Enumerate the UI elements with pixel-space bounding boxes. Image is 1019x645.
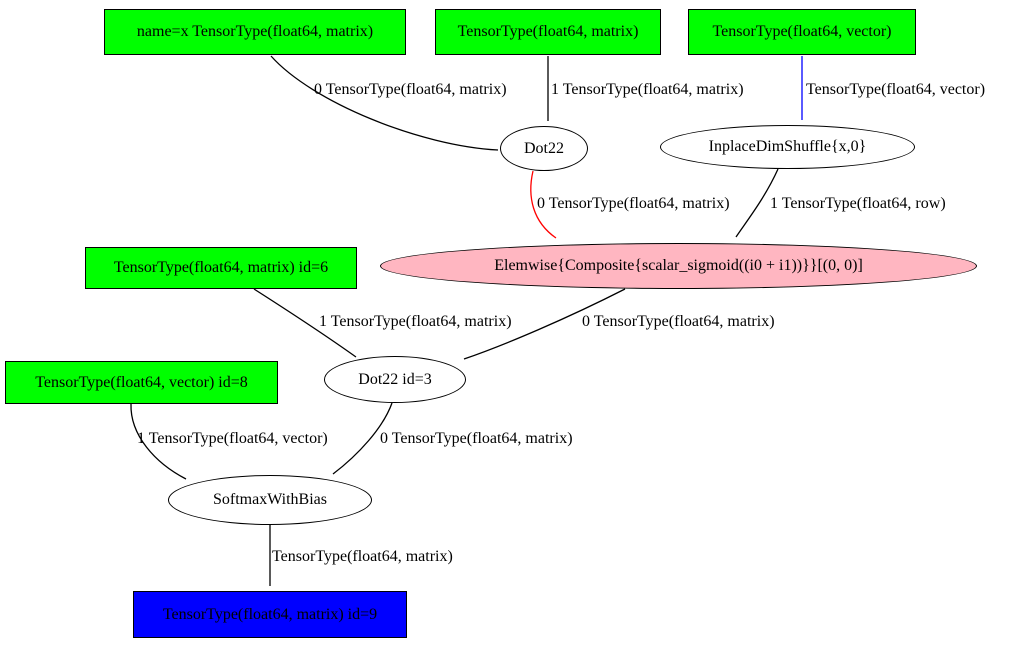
node-input-id6: TensorType(float64, matrix) id=6 — [85, 247, 357, 289]
edge-label-dimshuffle-to-elemwise: 1 TensorType(float64, row) — [770, 195, 946, 212]
edge-dot22-to-elemwise — [530, 170, 557, 239]
edge-label-vector-to-dimshuffle: TensorType(float64, vector) — [806, 81, 986, 98]
edge-dot22id3-to-softmax — [332, 402, 393, 475]
edge-elemwise-to-dot22id3 — [463, 288, 626, 360]
node-dot22-id3: Dot22 id=3 — [324, 356, 466, 403]
node-dot22: Dot22 — [500, 126, 588, 171]
edge-label-matrix-to-dot22: 1 TensorType(float64, matrix) — [551, 81, 744, 98]
edge-x-to-dot22 — [270, 55, 499, 151]
edge-id6-to-dot22id3 — [253, 288, 357, 358]
edge-label-id8-to-softmax: 1 TensorType(float64, vector) — [137, 430, 328, 447]
edge-label-id6-to-dot22id3: 1 TensorType(float64, matrix) — [319, 313, 512, 330]
node-inplacedimshuffle: InplaceDimShuffle{x,0} — [660, 125, 915, 169]
node-input-x: name=x TensorType(float64, matrix) — [104, 9, 406, 55]
node-elemwise-sigmoid: Elemwise{Composite{scalar_sigmoid((i0 + … — [380, 243, 977, 289]
node-input-matrix: TensorType(float64, matrix) — [435, 9, 661, 55]
node-output-id9: TensorType(float64, matrix) id=9 — [133, 591, 407, 638]
edge-label-dot22-to-elemwise: 0 TensorType(float64, matrix) — [537, 195, 730, 212]
edge-label-x-to-dot22: 0 TensorType(float64, matrix) — [314, 81, 507, 98]
node-input-vector: TensorType(float64, vector) — [688, 9, 916, 55]
edge-label-elemwise-to-dot22id3: 0 TensorType(float64, matrix) — [582, 313, 775, 330]
edge-label-dot22id3-to-softmax: 0 TensorType(float64, matrix) — [380, 430, 573, 447]
node-softmaxwithbias: SoftmaxWithBias — [168, 475, 372, 525]
edge-dimshuffle-to-elemwise — [735, 168, 779, 238]
edge-label-softmax-to-id9: TensorType(float64, matrix) — [272, 548, 453, 565]
edge-id8-to-softmax — [130, 403, 187, 480]
node-input-id8: TensorType(float64, vector) id=8 — [5, 361, 278, 404]
